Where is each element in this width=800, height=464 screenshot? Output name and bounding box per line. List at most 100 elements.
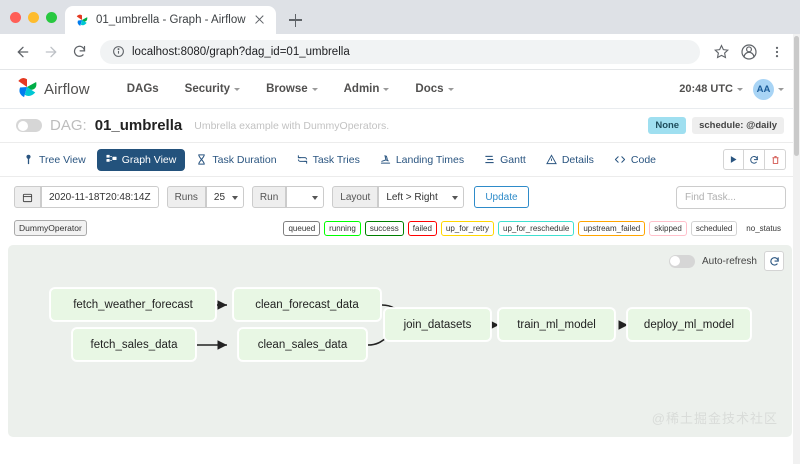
code-icon — [614, 154, 626, 165]
landing-icon — [380, 154, 391, 165]
forward-icon[interactable] — [38, 39, 64, 65]
task-node[interactable]: clean_sales_data — [238, 328, 367, 361]
page-scrollbar-thumb[interactable] — [794, 36, 799, 156]
tab-graph-view[interactable]: Graph View — [97, 149, 186, 171]
browser-tab[interactable]: 01_umbrella - Graph - Airflow — [65, 6, 276, 34]
profile-icon[interactable] — [736, 39, 762, 65]
auto-refresh-toggle[interactable] — [669, 255, 695, 268]
chevron-down-icon — [737, 88, 743, 91]
dag-pause-toggle[interactable] — [16, 119, 42, 132]
user-menu[interactable]: AA — [753, 79, 784, 100]
run-select[interactable] — [286, 186, 324, 208]
task-node[interactable]: deploy_ml_model — [627, 308, 751, 341]
url-text: localhost:8080/graph?dag_id=01_umbrella — [132, 46, 350, 58]
dag-label: DAG: — [50, 117, 87, 134]
refresh-button[interactable] — [744, 149, 765, 170]
view-tabs: Tree View Graph View Task Duration Task … — [0, 143, 800, 177]
details-icon — [546, 154, 557, 165]
find-task-input[interactable]: Find Task... — [676, 186, 786, 209]
filter-bar: 2020-11-18T20:48:14Z Runs 25 Run Layout … — [0, 177, 800, 217]
auto-refresh-bar: Auto-refresh — [669, 251, 784, 271]
layout-select[interactable]: Left > Right — [378, 186, 464, 208]
base-date-input[interactable]: 2020-11-18T20:48:14Z — [41, 186, 159, 208]
nav-item-label: Browse — [266, 83, 308, 95]
airflow-pinwheel-icon — [75, 13, 89, 27]
task-node[interactable]: join_datasets — [384, 308, 491, 341]
window-controls — [8, 0, 65, 34]
operator-legend-chip: DummyOperator — [14, 220, 87, 236]
update-button[interactable]: Update — [474, 186, 528, 208]
minimize-window-button[interactable] — [28, 12, 39, 23]
delete-dag-button[interactable] — [765, 149, 786, 170]
clock-text: 20:48 UTC — [679, 83, 733, 95]
tab-gantt[interactable]: Gantt — [475, 149, 535, 171]
close-icon[interactable] — [253, 13, 267, 27]
tab-task-duration[interactable]: Task Duration — [187, 149, 285, 171]
bookmark-star-icon[interactable] — [708, 39, 734, 65]
nav-item-browse[interactable]: Browse — [253, 70, 331, 109]
tab-title: 01_umbrella - Graph - Airflow — [96, 14, 246, 26]
nav-item-label: Security — [185, 83, 230, 95]
trigger-dag-button[interactable] — [723, 149, 744, 170]
tab-label: Task Duration — [212, 154, 276, 166]
maximize-window-button[interactable] — [46, 12, 57, 23]
tab-label: Gantt — [500, 154, 526, 166]
graph-icon — [106, 154, 117, 165]
tab-details[interactable]: Details — [537, 149, 603, 171]
navbar-right: 20:48 UTC AA — [679, 79, 784, 100]
back-icon[interactable] — [10, 39, 36, 65]
new-tab-button[interactable] — [282, 6, 310, 34]
task-node[interactable]: train_ml_model — [498, 308, 615, 341]
menu-kebab-icon[interactable] — [764, 39, 790, 65]
tab-label: Tree View — [39, 154, 86, 166]
gantt-icon — [484, 154, 495, 165]
task-node[interactable]: fetch_weather_forecast — [50, 288, 216, 321]
auto-refresh-label: Auto-refresh — [702, 256, 757, 267]
tab-task-tries[interactable]: Task Tries — [288, 149, 369, 171]
airflow-logo-icon — [16, 76, 38, 103]
status-chip-up-for-retry: up_for_retry — [441, 221, 494, 236]
hourglass-icon — [196, 154, 207, 165]
status-chip-scheduled: scheduled — [691, 221, 737, 236]
close-window-button[interactable] — [10, 12, 21, 23]
task-node[interactable]: clean_forecast_data — [233, 288, 381, 321]
status-badge: None — [648, 117, 686, 134]
avatar: AA — [753, 79, 774, 100]
airflow-brand[interactable]: Airflow — [16, 76, 90, 103]
tab-landing-times[interactable]: Landing Times — [371, 149, 473, 171]
utc-clock[interactable]: 20:48 UTC — [679, 83, 743, 95]
graph-refresh-button[interactable] — [764, 251, 784, 271]
tab-label: Landing Times — [396, 154, 464, 166]
reload-icon[interactable] — [66, 39, 92, 65]
nav-item-security[interactable]: Security — [172, 70, 253, 109]
tab-label: Graph View — [122, 154, 177, 166]
status-chip-failed: failed — [408, 221, 437, 236]
nav-item-docs[interactable]: Docs — [402, 70, 466, 109]
status-chip-up-for-reschedule: up_for_reschedule — [498, 221, 574, 236]
retry-icon — [297, 154, 308, 165]
graph-canvas[interactable]: Auto-refresh fetch_weather_forecast clea… — [8, 245, 792, 437]
browser-toolbar: localhost:8080/graph?dag_id=01_umbrella — [0, 34, 800, 70]
tab-code[interactable]: Code — [605, 149, 665, 171]
nav-item-label: Admin — [344, 83, 380, 95]
page-title: 01_umbrella — [95, 117, 183, 134]
airflow-navbar: Airflow DAGs Security Browse Admin Docs … — [0, 70, 800, 109]
legend-row: DummyOperator queued running success fai… — [0, 217, 800, 239]
chevron-down-icon — [312, 88, 318, 91]
nav-item-dags[interactable]: DAGs — [114, 70, 172, 109]
status-chip-queued: queued — [283, 221, 320, 236]
address-bar[interactable]: localhost:8080/graph?dag_id=01_umbrella — [100, 40, 700, 64]
tab-label: Code — [631, 154, 656, 166]
tab-tree-view[interactable]: Tree View — [14, 149, 95, 171]
task-node[interactable]: fetch_sales_data — [72, 328, 196, 361]
nav-item-admin[interactable]: Admin — [331, 70, 403, 109]
calendar-icon[interactable] — [14, 186, 41, 208]
run-group: Run — [252, 186, 324, 208]
nav-item-label: Docs — [415, 83, 443, 95]
info-icon — [112, 45, 125, 58]
status-chip-skipped: skipped — [649, 221, 687, 236]
dag-action-buttons — [723, 149, 786, 170]
num-runs-select[interactable]: 25 — [206, 186, 244, 208]
toolbar-right — [708, 39, 790, 65]
watermark: @稀土掘金技术社区 — [652, 408, 778, 427]
